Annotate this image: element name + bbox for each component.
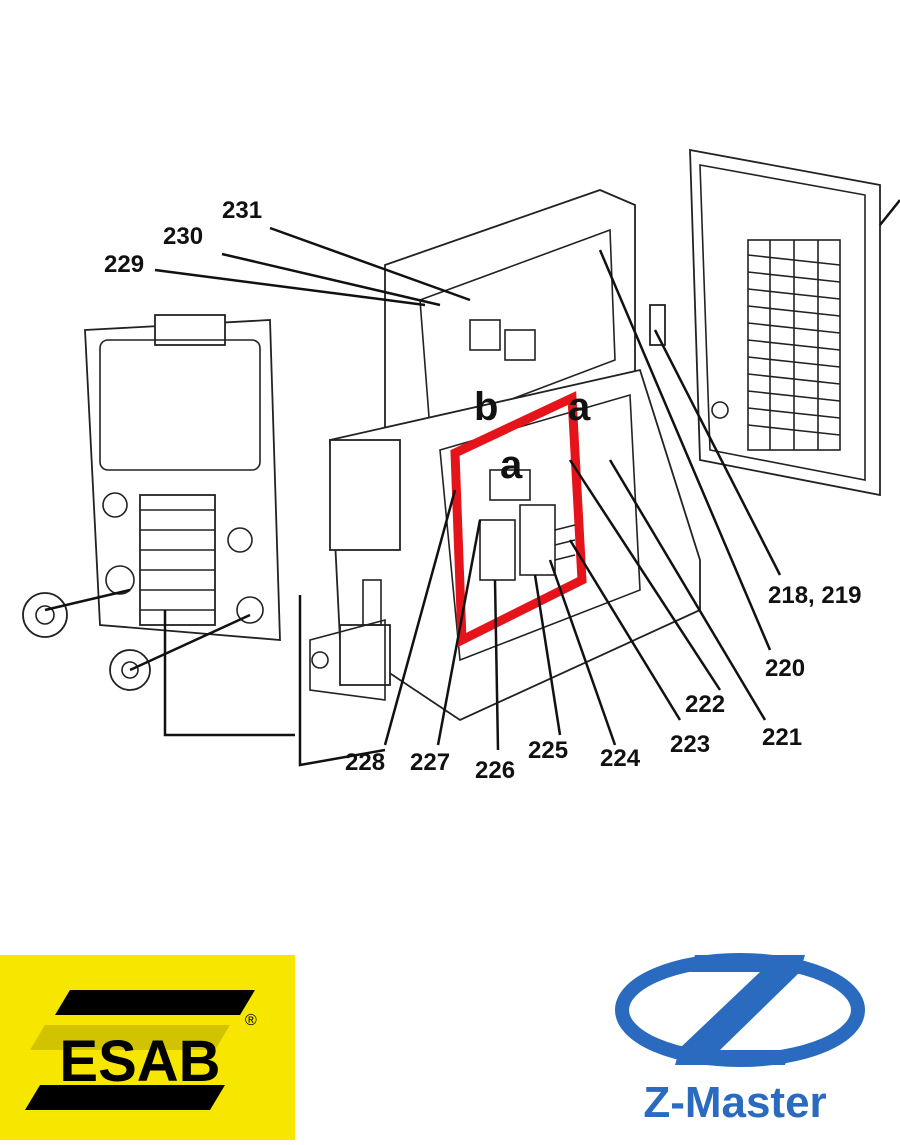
inner-components [479,469,576,581]
bracket-lines [44,588,386,767]
part-label-229: 229 [104,251,144,278]
side-panel [689,148,900,497]
part-label-225: 225 [528,737,568,764]
part-label-223: 223 [670,731,710,758]
part-label-224: 224 [600,745,641,772]
part-label-221: 221 [762,724,802,751]
esab-logo-mark: ESAB ® [25,990,257,1110]
knob-1 [22,592,68,638]
highlight-frame [450,391,587,648]
part-label-227: 227 [410,749,450,776]
zmaster-logo-text: Z-Master [643,1078,827,1127]
part-label-230: 230 [163,223,203,250]
letter-a-top: a [568,385,591,429]
esab-logo-text: ESAB [59,1029,220,1094]
part-label-228: 228 [345,749,385,776]
zmaster-logo [600,940,890,1140]
front-panel [84,314,281,641]
part-label-231: 231 [222,197,262,224]
zmaster-logo-mark [615,953,865,1067]
esab-registered-mark: ® [245,1012,257,1029]
leader-lines [154,226,782,751]
part-label-218-219: 218, 219 [768,582,861,609]
part-label-222: 222 [685,691,725,718]
part-label-220: 220 [765,655,805,682]
part-label-226: 226 [475,757,515,784]
letter-b: b [474,385,498,429]
letter-a-inner: a [500,443,523,487]
esab-logo: ESAB ® [0,955,295,1140]
